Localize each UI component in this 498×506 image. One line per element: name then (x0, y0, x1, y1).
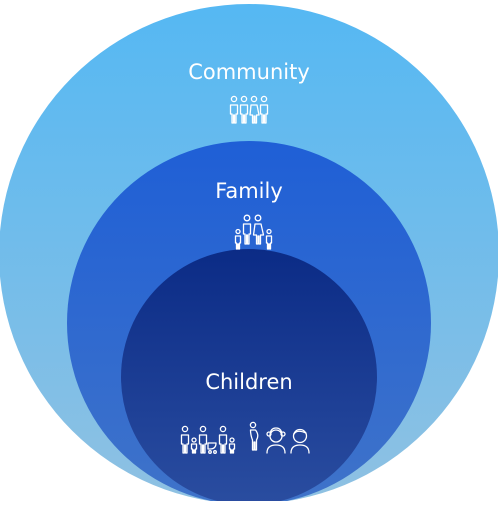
girl-icon (266, 427, 286, 454)
group-of-people-icon (229, 95, 269, 124)
children-icons (180, 421, 310, 454)
community-label: Community (188, 60, 310, 84)
adult-and-child-icon (218, 425, 236, 454)
parent-with-stroller-icon (198, 425, 217, 454)
family-icon (234, 214, 273, 250)
family-label: Family (215, 179, 283, 203)
children-label: Children (205, 370, 292, 394)
children-circle (121, 249, 377, 501)
pregnant-woman-icon (249, 421, 259, 451)
parent-with-child-icon (180, 425, 198, 454)
boy-icon (290, 428, 310, 454)
